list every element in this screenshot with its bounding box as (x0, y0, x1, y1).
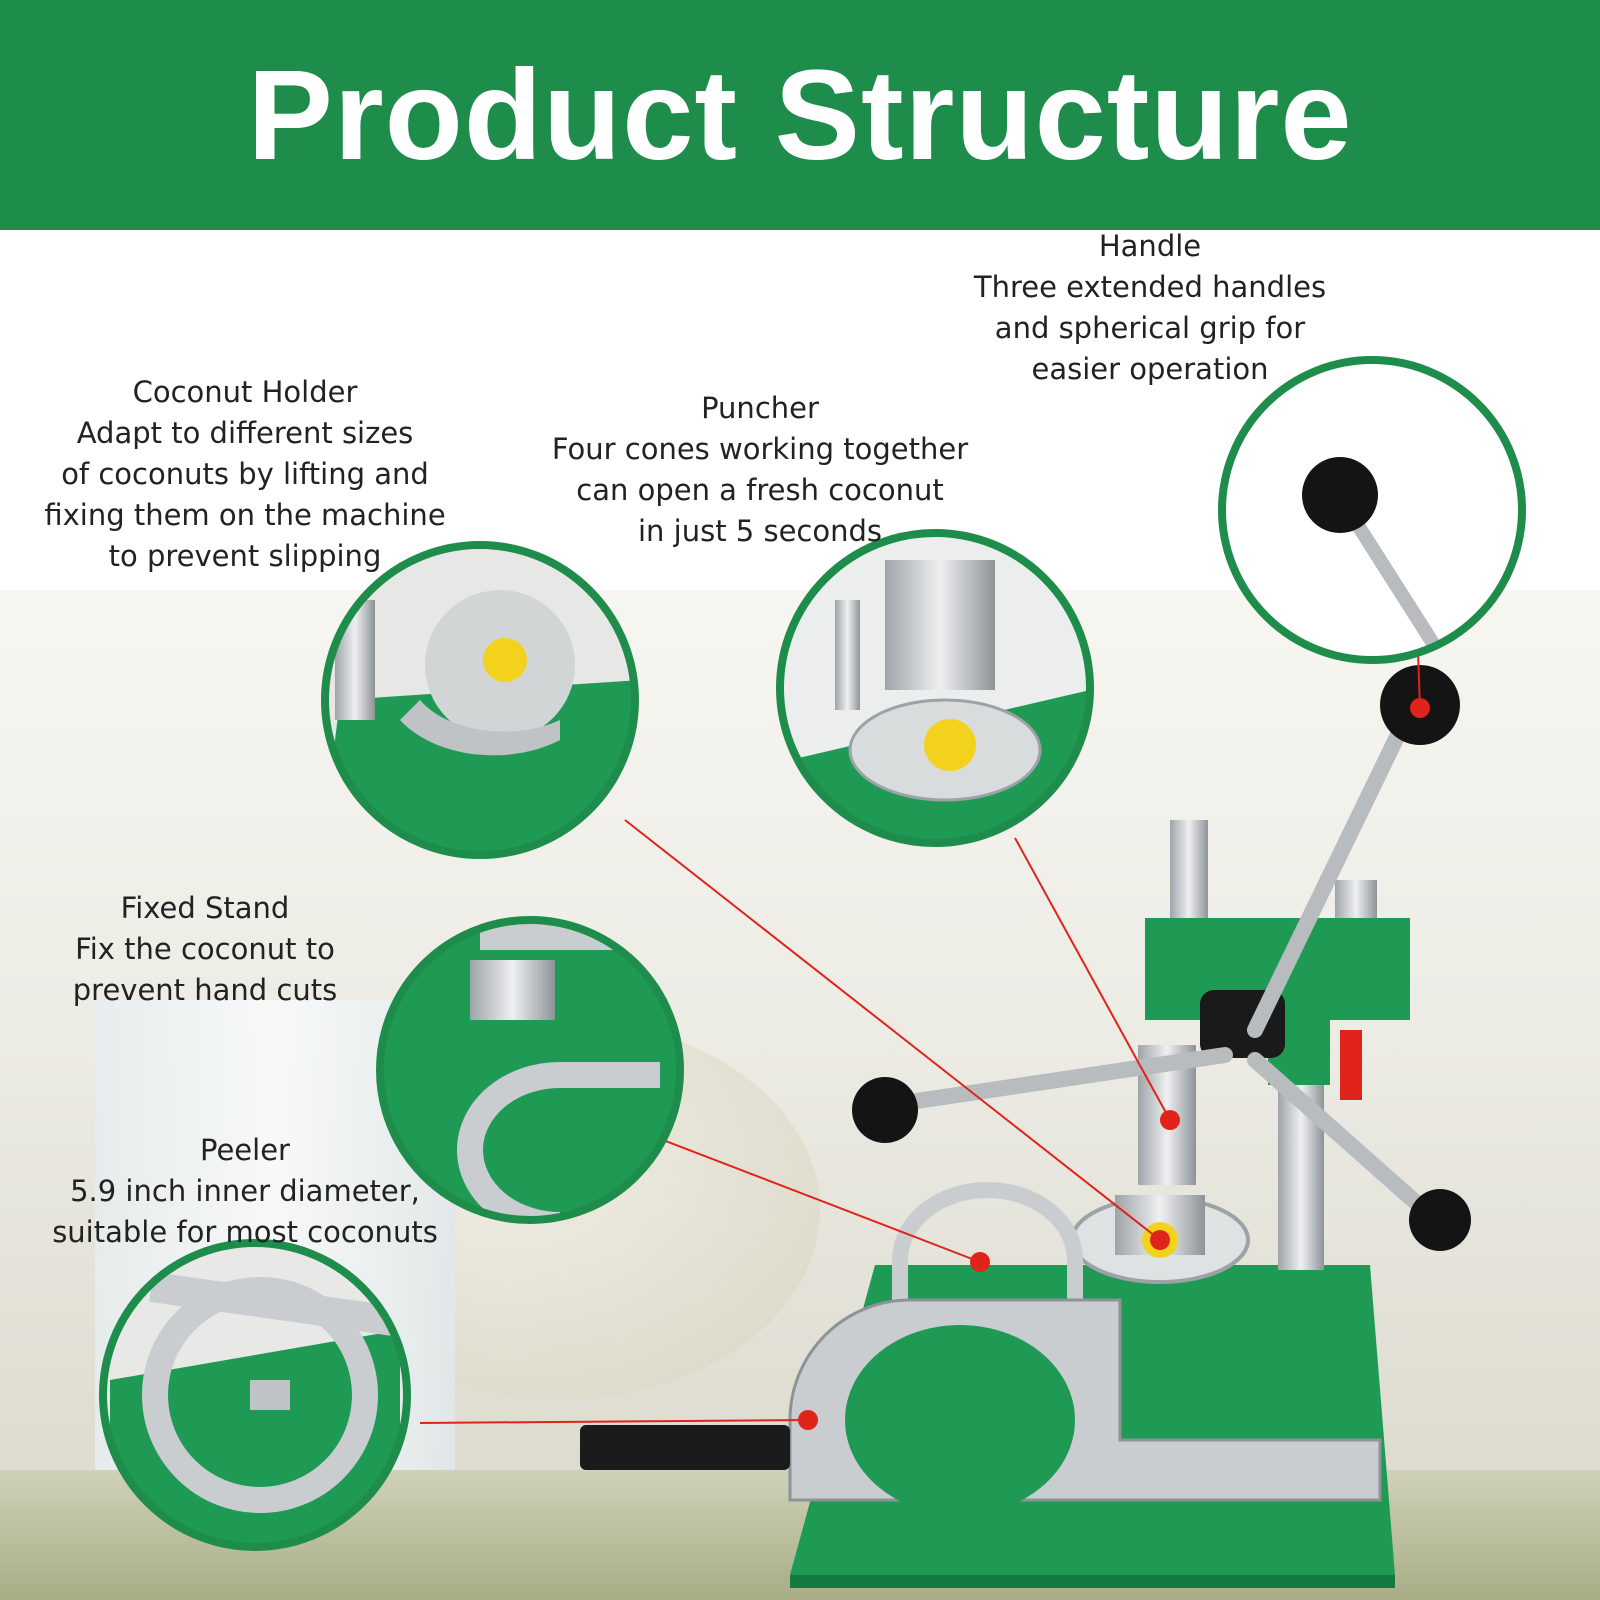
handle-grip-right (1409, 1189, 1471, 1251)
label-coconut-holder: Coconut Holder Adapt to different sizes … (10, 372, 480, 577)
label-puncher-line: can open a fresh coconut (576, 473, 944, 507)
detail-puncher (776, 529, 1094, 847)
label-handle-line: Three extended handles (973, 270, 1327, 304)
handle-bar-upper (1247, 702, 1418, 1038)
label-coconut-holder-line: fixing them on the machine (44, 498, 446, 532)
detail-handle (1218, 356, 1526, 664)
handle-bar-right (1247, 1052, 1438, 1223)
label-handle-line: and spherical grip for (994, 311, 1306, 345)
label-peeler-title: Peeler (200, 1133, 290, 1167)
fixed-stand-ring (892, 1182, 1083, 1335)
detail-coconut-holder (321, 541, 639, 859)
label-peeler-line: suitable for most coconuts (52, 1215, 438, 1249)
label-handle-line: easier operation (1031, 352, 1269, 386)
label-puncher-line: Four cones working together (551, 432, 969, 466)
label-coconut-holder-title: Coconut Holder (132, 375, 358, 409)
label-handle: Handle Three extended handles and spheri… (940, 226, 1360, 390)
handle-grip-left (852, 1077, 918, 1143)
pointer-lines (419, 651, 1421, 1424)
detail-fixed-stand (376, 916, 684, 1224)
label-fixed-stand: Fixed Stand Fix the coconut to prevent h… (20, 888, 390, 1011)
label-fixed-stand-line: prevent hand cuts (72, 973, 338, 1007)
label-puncher-line: in just 5 seconds (638, 514, 882, 548)
detail-peeler (99, 1239, 411, 1551)
label-fixed-stand-line: Fix the coconut to (75, 932, 335, 966)
label-puncher: Puncher Four cones working together can … (510, 388, 1010, 552)
label-peeler: Peeler 5.9 inch inner diameter, suitable… (15, 1130, 475, 1253)
handle-bar-left (882, 1047, 1233, 1113)
label-coconut-holder-line: Adapt to different sizes (76, 416, 414, 450)
label-handle-title: Handle (1098, 229, 1202, 263)
label-fixed-stand-title: Fixed Stand (120, 891, 290, 925)
label-coconut-holder-line: to prevent slipping (108, 539, 382, 573)
page-title: Product Structure (247, 43, 1353, 187)
peeler-handle (580, 1425, 790, 1470)
label-peeler-line: 5.9 inch inner diameter, (70, 1174, 420, 1208)
pointer-dots (798, 698, 1430, 1430)
title-banner: Product Structure (0, 0, 1600, 230)
label-puncher-title: Puncher (701, 391, 819, 425)
label-coconut-holder-line: of coconuts by lifting and (61, 457, 429, 491)
